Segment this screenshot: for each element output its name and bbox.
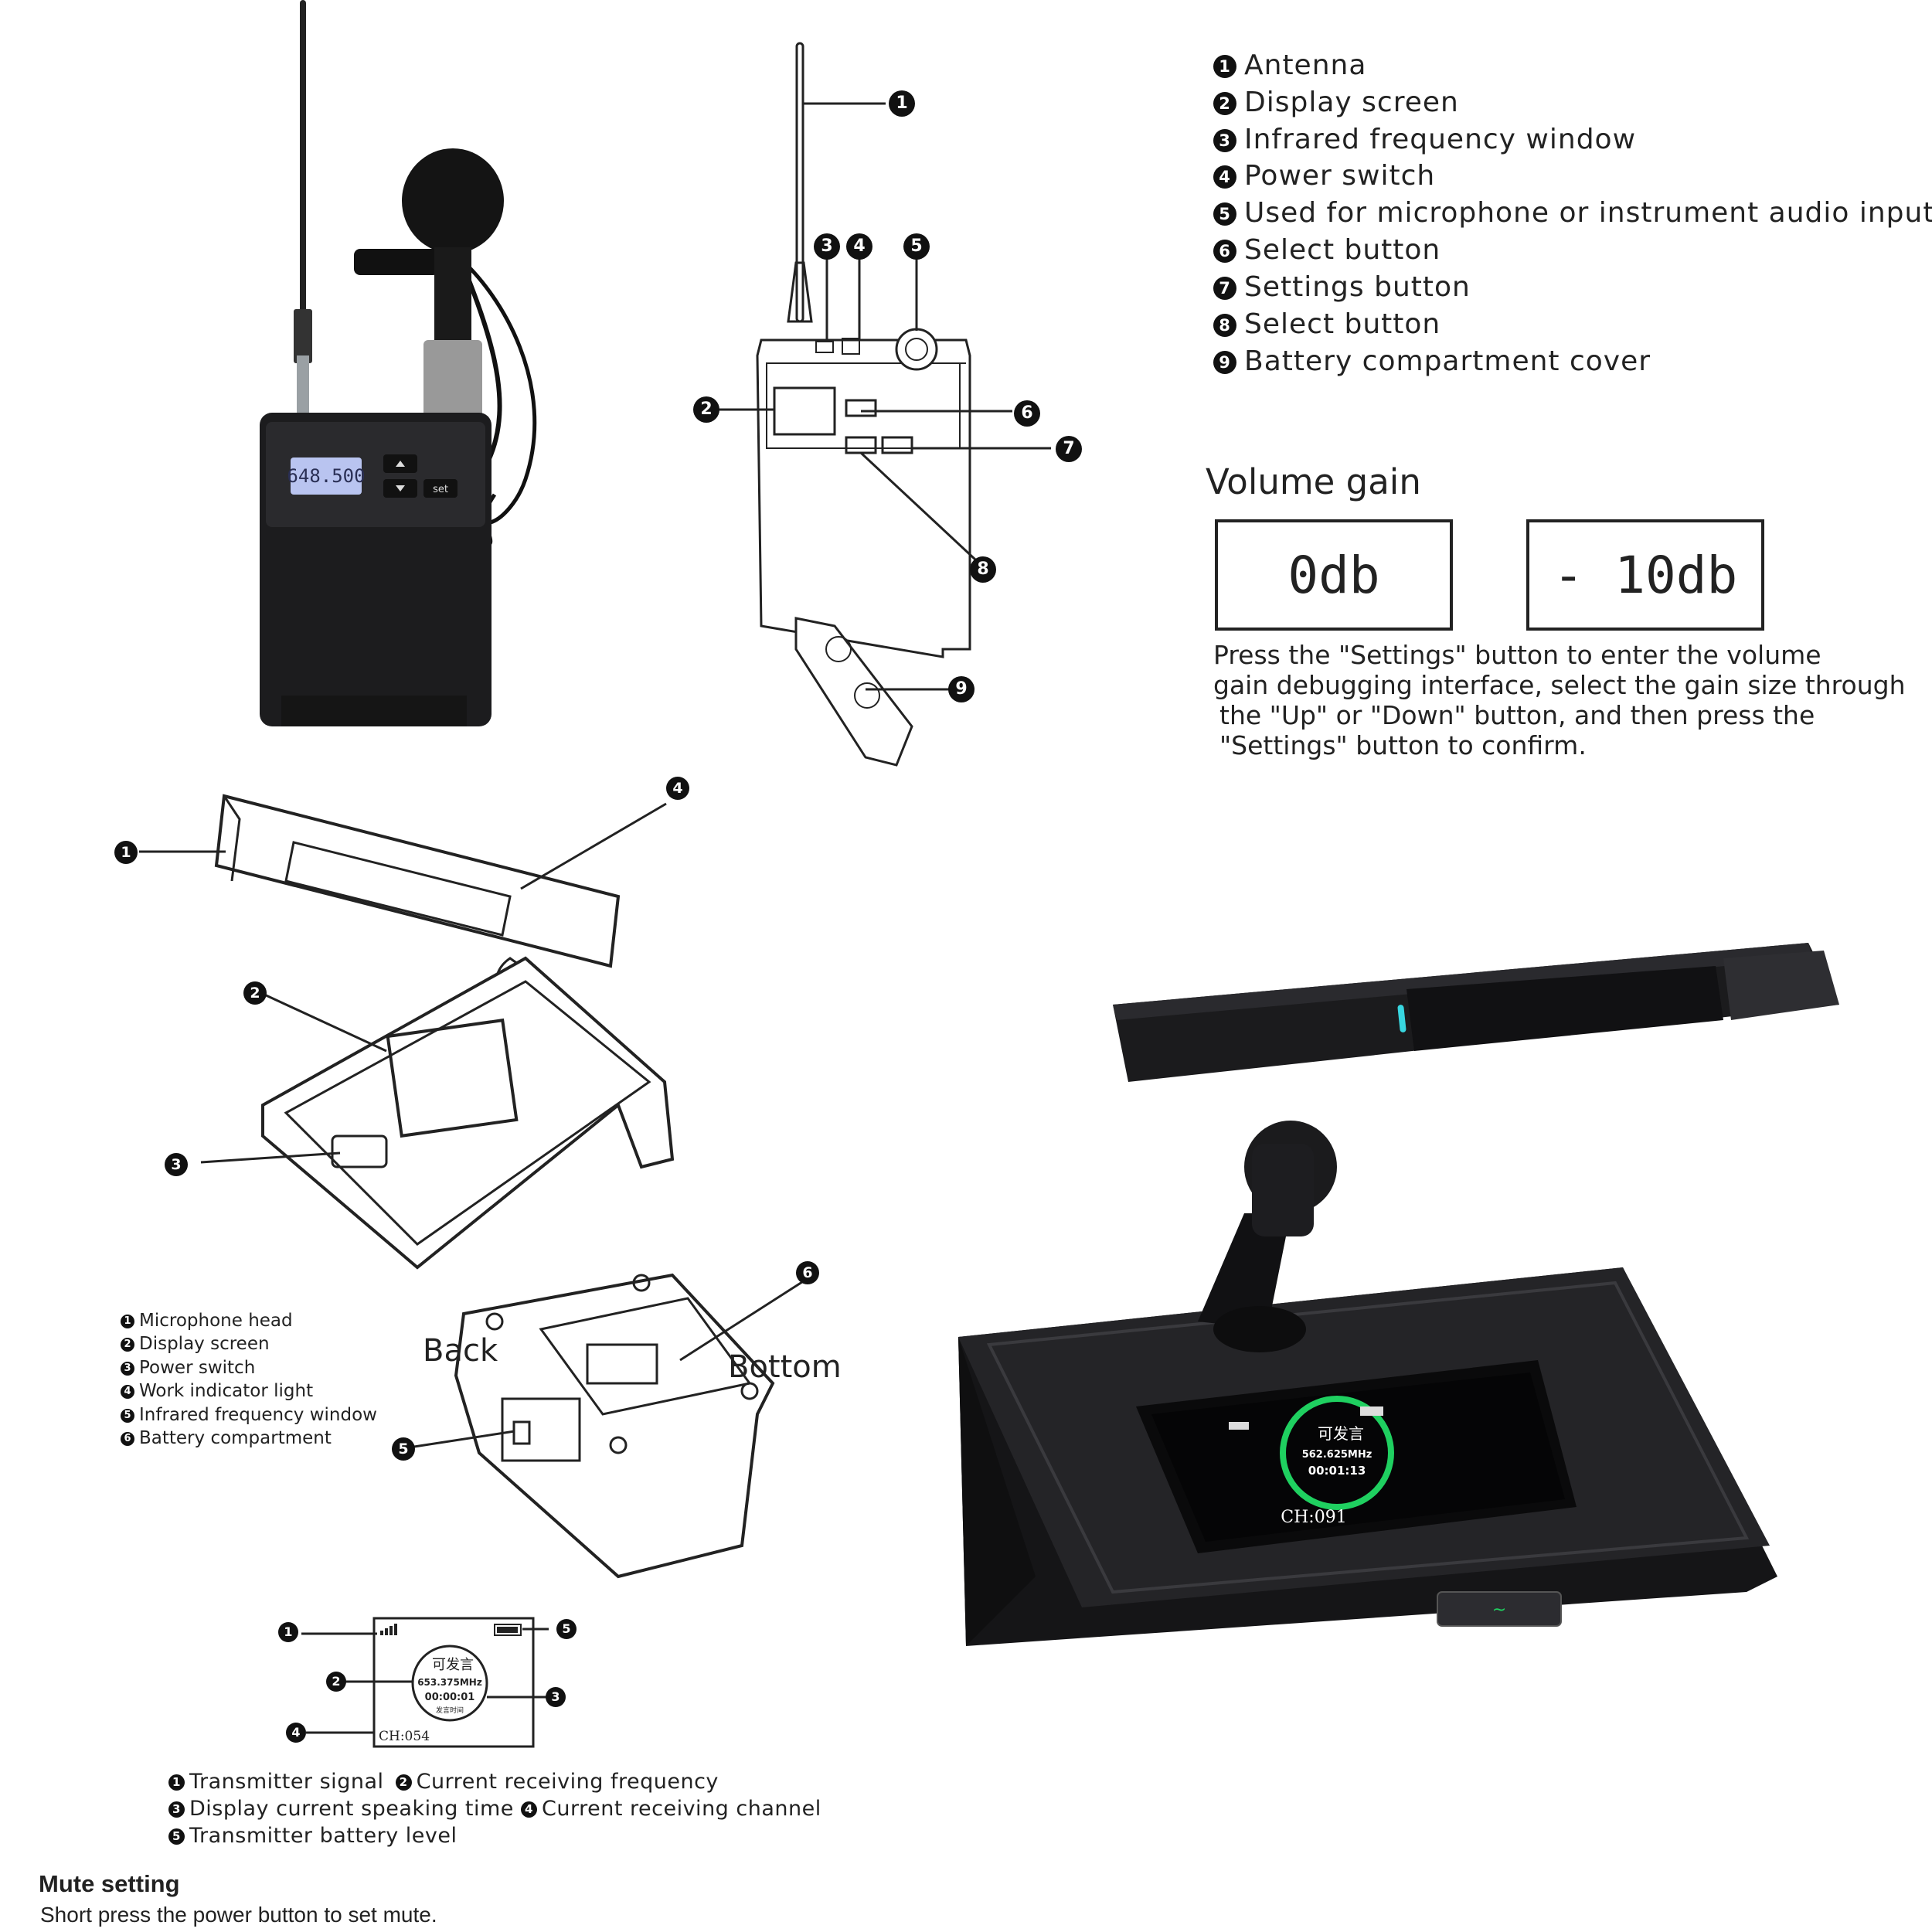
- instruction-line: Press the "Settings" button to enter the…: [1213, 640, 1821, 670]
- set-button-label: set: [433, 484, 448, 495]
- photo-screen-frequency: 562.625MHz: [1302, 1449, 1372, 1461]
- screen-callout-5: 5: [556, 1619, 577, 1639]
- photo-screen-channel: CH:091: [1281, 1508, 1346, 1527]
- gooseneck-callout-2: 2: [243, 981, 267, 1005]
- svg-text:~: ~: [1492, 1600, 1506, 1620]
- screen-time: 00:00:01: [425, 1692, 475, 1703]
- screen-label-text: 可发言: [432, 1657, 474, 1673]
- photo-screen-label: 可发言: [1318, 1424, 1364, 1443]
- volume-gain-instructions: Press the "Settings" button to enter the…: [1213, 640, 1906, 760]
- back-label: Back: [423, 1333, 498, 1369]
- instruction-line: "Settings" button to confirm.: [1219, 730, 1587, 760]
- bodypack-callout-2: 2: [693, 396, 719, 423]
- bottom-label: Bottom: [728, 1349, 842, 1385]
- gain-box-0db: 0db: [1215, 519, 1453, 631]
- mute-title: Mute setting: [39, 1870, 180, 1897]
- screen-callout-1: 1: [278, 1622, 298, 1642]
- bodypack-callout-5: 5: [903, 233, 930, 260]
- screen-channel: CH:054: [379, 1729, 430, 1744]
- bodypack-callout-3: 3: [814, 233, 840, 260]
- bodypack-callout-8: 8: [970, 556, 996, 583]
- mute-text: Short press the power button to set mute…: [40, 1903, 437, 1927]
- bodypack-callout-9: 9: [948, 676, 975, 702]
- gooseneck-callout-3: 3: [165, 1153, 188, 1176]
- power-button[interactable]: [1437, 1591, 1562, 1627]
- bodypack-callout-7: 7: [1056, 436, 1082, 462]
- screen-callout-4: 4: [286, 1723, 306, 1743]
- volume-gain-title: Volume gain: [1206, 461, 1421, 502]
- bodypack-diagram: [705, 42, 1051, 767]
- gooseneck-callout-4: 4: [666, 777, 689, 800]
- screen-time-caption: 发言时间: [436, 1706, 464, 1715]
- bodypack-lcd-text: 648.500: [287, 465, 365, 487]
- screen-diagram: 可发言 653.375MHz 00:00:01 发言时间 CH:054: [301, 1617, 549, 1748]
- gooseneck-diagram: [139, 794, 814, 1579]
- photo-screen-time: 00:01:13: [1308, 1464, 1366, 1478]
- screen-callout-2: 2: [326, 1672, 346, 1692]
- instruction-line: the "Up" or "Down" button, and then pres…: [1219, 700, 1815, 730]
- instruction-line: gain debugging interface, select the gai…: [1213, 670, 1906, 700]
- gooseneck-callout-6: 6: [796, 1261, 819, 1284]
- gain-box-minus10db: - 10db: [1526, 519, 1764, 631]
- set-button[interactable]: [423, 479, 457, 498]
- bodypack-callout-1: 1: [889, 90, 915, 117]
- bodypack-callout-4: 4: [846, 233, 872, 260]
- gooseneck-callout-5: 5: [392, 1437, 415, 1461]
- gooseneck-callout-1: 1: [114, 841, 138, 864]
- screen-callout-3: 3: [546, 1687, 566, 1707]
- screen-frequency: 653.375MHz: [417, 1677, 482, 1688]
- bodypack-photo: 648.500 set: [260, 0, 537, 726]
- gooseneck-photo: 可发言 562.625MHz 00:01:13 CH:091 ~: [958, 943, 1839, 1646]
- bodypack-callout-6: 6: [1014, 400, 1040, 427]
